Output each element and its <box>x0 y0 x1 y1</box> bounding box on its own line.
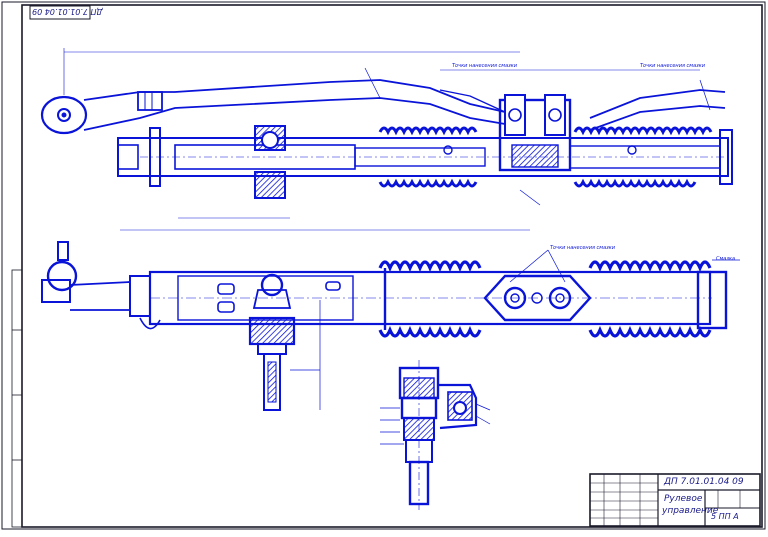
title-line-1: Рулевое <box>664 494 703 504</box>
code-box-top-left <box>29 5 91 20</box>
bottom-assembly-view <box>41 241 740 411</box>
top-assembly-view <box>40 48 733 231</box>
document-code: ДП 7.01.01.04 09 <box>664 477 744 487</box>
note-top-right: Точки нанесения смазки <box>640 63 706 69</box>
note-top-left: Точки нанесения смазки <box>452 63 518 69</box>
note-mid-right: Смазка <box>716 256 736 262</box>
title-line-2: управление <box>662 506 719 516</box>
pinion-section-view <box>380 360 491 510</box>
code-box-label-mirrored: ДП 7.01.01.04 09 <box>32 7 103 16</box>
title-block <box>589 473 761 527</box>
format-label: 5 ПП А <box>711 512 739 521</box>
note-mid: Точки нанесения смазки <box>550 245 616 251</box>
